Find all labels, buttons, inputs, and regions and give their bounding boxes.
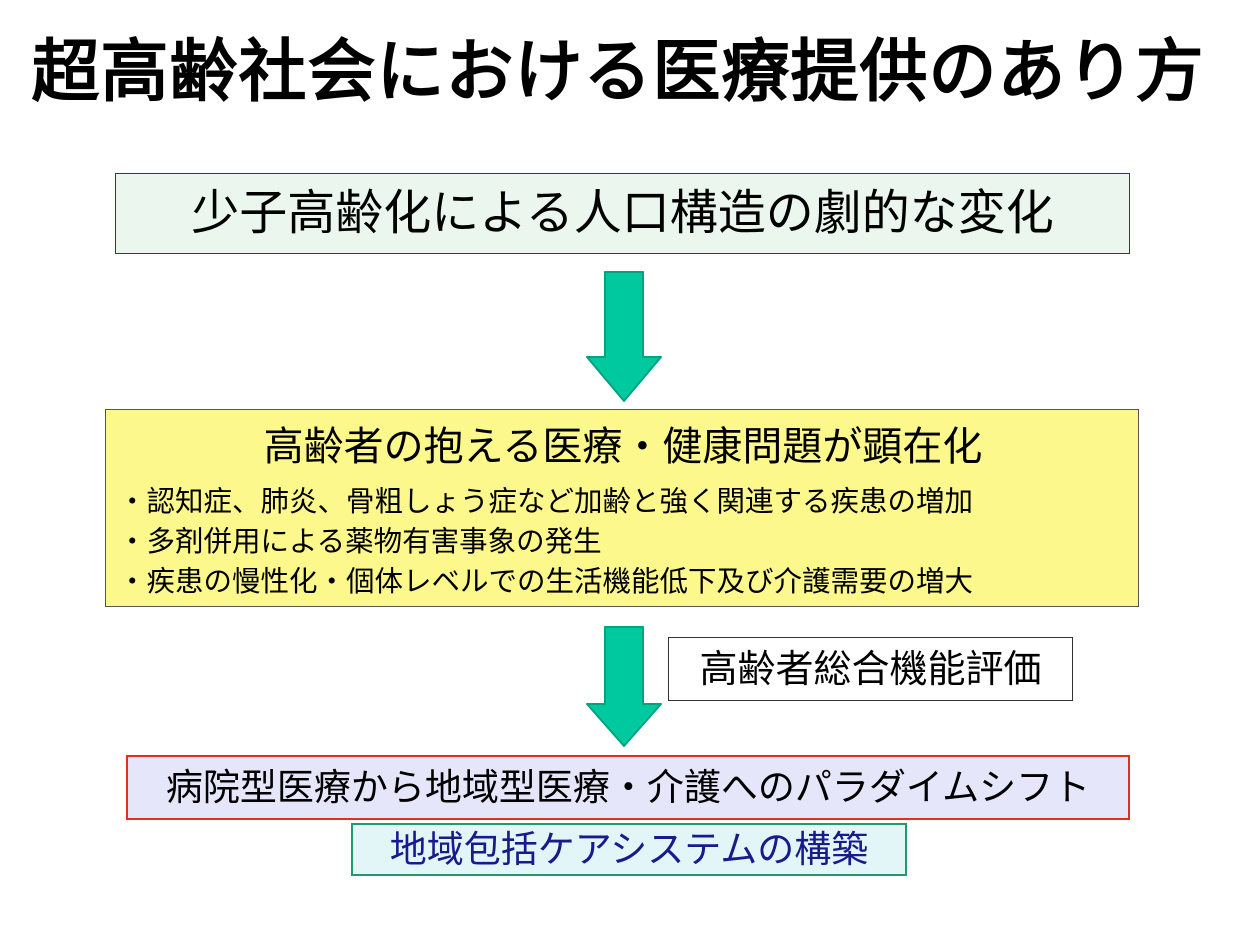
health-issues-heading: 高齢者の抱える医療・健康問題が顕在化 (263, 424, 983, 470)
down-arrow-2 (586, 626, 662, 747)
slide-title: 超高齢社会における医療提供のあり方 (31, 32, 1205, 112)
paradigm-shift-box: 病院型医療から地域型医療・介護へのパラダイムシフト (126, 755, 1130, 820)
demographic-change-box: 少子高齢化による人口構造の劇的な変化 (115, 173, 1130, 254)
health-issue-item: ・疾患の慢性化・個体レベルでの生活機能低下及び介護需要の増大 (118, 565, 974, 598)
health-issue-item: ・認知症、肺炎、骨粗しょう症など加齢と強く関連する疾患の増加 (118, 485, 974, 518)
health-issues-box: 高齢者の抱える医療・健康問題が顕在化 ・認知症、肺炎、骨粗しょう症など加齢と強く… (105, 409, 1139, 607)
down-arrow-1 (586, 271, 662, 402)
health-issue-item: ・多剤併用による薬物有害事象の発生 (118, 525, 602, 558)
comprehensive-assessment-box: 高齢者総合機能評価 (668, 637, 1073, 701)
community-care-box: 地域包括ケアシステムの構築 (351, 823, 907, 876)
health-issues-list: ・認知症、肺炎、骨粗しょう症など加齢と強く関連する疾患の増加 ・多剤併用による薬… (118, 482, 973, 602)
